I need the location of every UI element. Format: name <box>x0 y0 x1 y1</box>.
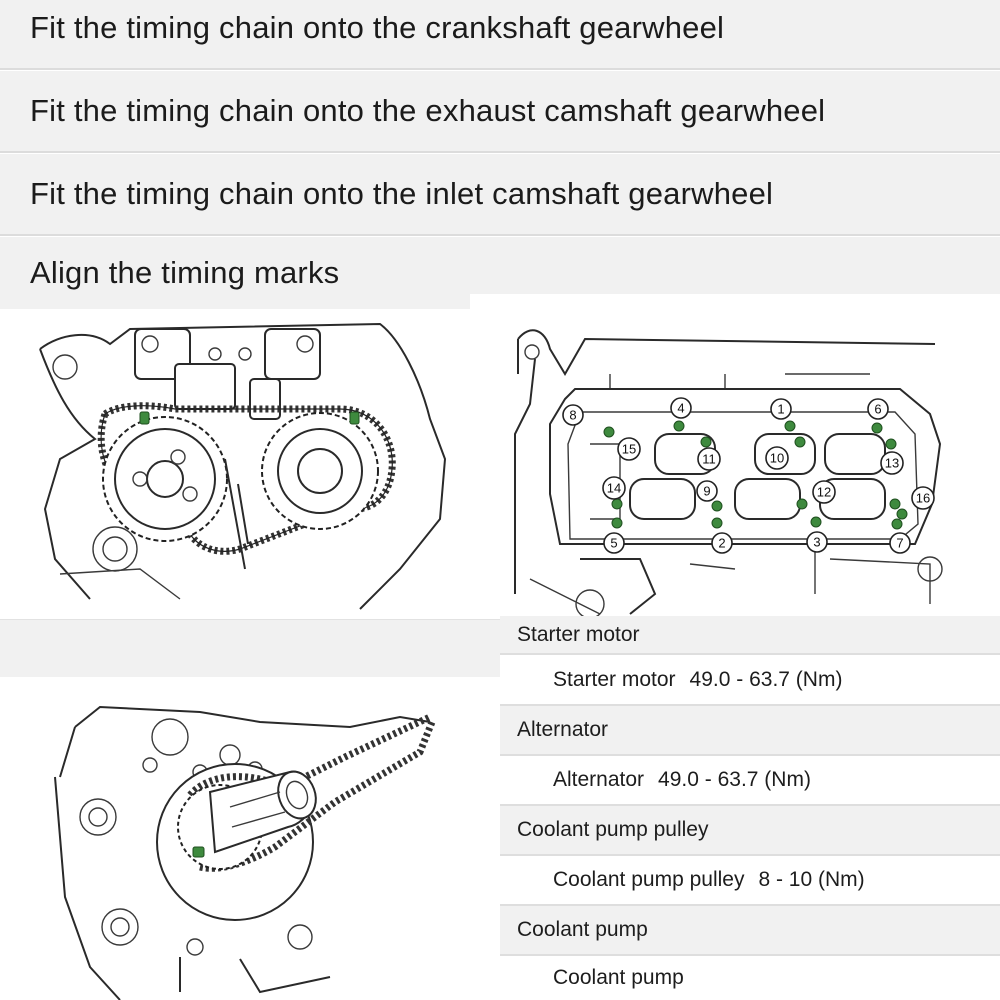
spec-item-value: 49.0 - 63.7 (Nm) <box>689 667 843 691</box>
svg-text:7: 7 <box>896 536 903 551</box>
spec-title-coolant-pump: Coolant pump <box>500 906 1000 956</box>
step-fit-chain-crankshaft: Fit the timing chain onto the crankshaft… <box>0 0 1000 70</box>
svg-text:13: 13 <box>885 456 899 471</box>
svg-text:16: 16 <box>916 491 930 506</box>
spec-item-alternator: Alternator 49.0 - 63.7 (Nm) <box>500 756 1000 806</box>
bolt-label-8: 8 <box>562 404 584 426</box>
svg-text:11: 11 <box>702 452 716 467</box>
svg-text:10: 10 <box>770 451 784 466</box>
spec-title-alternator: Alternator <box>500 706 1000 756</box>
step-fit-chain-inlet-camshaft: Fit the timing chain onto the inlet cams… <box>0 154 1000 236</box>
svg-text:6: 6 <box>874 402 881 417</box>
spec-item-coolant-pump-pulley: Coolant pump pulley 8 - 10 (Nm) <box>500 856 1000 906</box>
svg-text:5: 5 <box>610 536 617 551</box>
bolt-label-1: 1 <box>770 398 792 420</box>
bolt-label-7: 7 <box>889 532 911 554</box>
svg-text:8: 8 <box>569 408 576 423</box>
spec-item-label: Coolant pump <box>553 966 684 989</box>
svg-text:12: 12 <box>817 485 831 500</box>
step-text: Fit the timing chain onto the exhaust ca… <box>30 93 826 128</box>
crankshaft-sprocket-illustration <box>0 677 500 1000</box>
svg-text:1: 1 <box>777 402 784 417</box>
spec-item-label: Starter motor <box>553 667 676 691</box>
bolt-label-15: 15 <box>617 437 641 461</box>
bolt-label-4: 4 <box>670 397 692 419</box>
bolt-label-11: 11 <box>697 447 721 471</box>
step-text: Fit the timing chain onto the inlet cams… <box>30 176 774 211</box>
svg-text:15: 15 <box>622 442 636 457</box>
svg-text:4: 4 <box>677 401 684 416</box>
spec-title-starter-motor: Starter motor <box>500 616 1000 655</box>
step-fit-chain-exhaust-camshaft: Fit the timing chain onto the exhaust ca… <box>0 71 1000 153</box>
bolt-label-9: 9 <box>696 480 718 502</box>
bolt-label-16: 16 <box>911 486 935 510</box>
bolt-label-5: 5 <box>603 532 625 554</box>
step-text: Align the timing marks <box>30 255 340 290</box>
section-divider <box>0 619 500 678</box>
svg-text:3: 3 <box>813 535 820 550</box>
spec-title-coolant-pump-pulley: Coolant pump pulley <box>500 806 1000 856</box>
bolt-label-13: 13 <box>880 451 904 475</box>
spec-item-value: 8 - 10 (Nm) <box>758 868 865 891</box>
step-text: Fit the timing chain onto the crankshaft… <box>30 10 725 45</box>
bolt-tightening-sequence-illustration: 1 2 3 4 5 6 7 8 9 10 11 12 13 14 15 16 <box>470 294 1000 616</box>
bolt-label-6: 6 <box>867 398 889 420</box>
spec-item-starter-motor: Starter motor 49.0 - 63.7 (Nm) <box>500 655 1000 706</box>
camshaft-timing-illustration <box>0 309 470 619</box>
bolt-label-14: 14 <box>602 476 626 500</box>
svg-text:2: 2 <box>718 536 725 551</box>
spec-item-coolant-pump: Coolant pump <box>500 956 1000 1000</box>
spec-item-label: Coolant pump pulley <box>553 868 745 891</box>
bolt-label-2: 2 <box>711 532 733 554</box>
spec-item-label: Alternator <box>553 768 645 791</box>
spec-item-value: 49.0 - 63.7 (Nm) <box>658 768 811 791</box>
svg-text:14: 14 <box>607 481 621 496</box>
bolt-label-10: 10 <box>765 446 789 470</box>
bolt-label-12: 12 <box>812 480 836 504</box>
bolt-label-3: 3 <box>806 531 828 553</box>
svg-text:9: 9 <box>703 484 710 499</box>
